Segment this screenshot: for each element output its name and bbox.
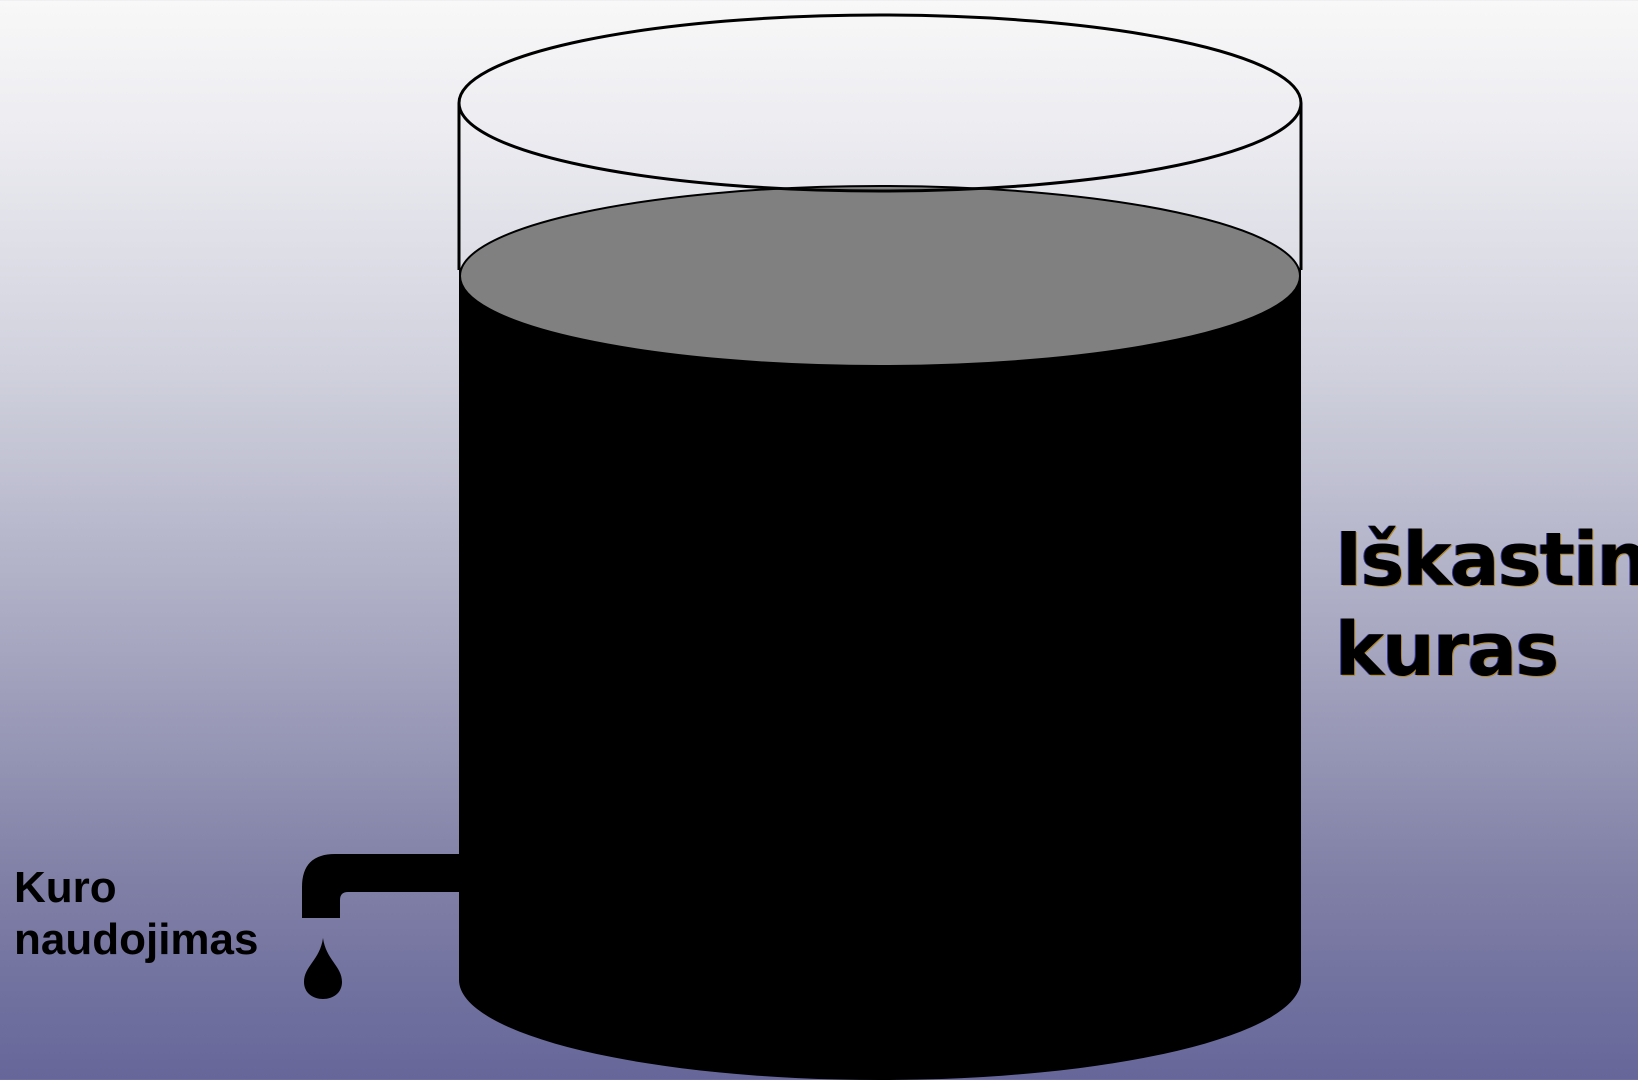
fuel-usage-label-line2: naudojimas: [14, 914, 259, 966]
fuel-usage-label: Kuro naudojimas: [14, 862, 259, 966]
drop-icon: [304, 938, 342, 999]
fuel-surface: [460, 186, 1300, 366]
fuel-body: [459, 268, 1301, 1080]
fuel-usage-label-line1: Kuro: [14, 862, 259, 914]
tap-icon: [302, 854, 460, 918]
fossil-fuel-label-line2: kuras: [1335, 605, 1638, 695]
fossil-fuel-label: Iškastinis kuras: [1335, 515, 1638, 695]
tank-icon: [459, 15, 1301, 1080]
tank-rim: [459, 15, 1301, 191]
fossil-fuel-label-line1: Iškastinis: [1335, 515, 1638, 605]
